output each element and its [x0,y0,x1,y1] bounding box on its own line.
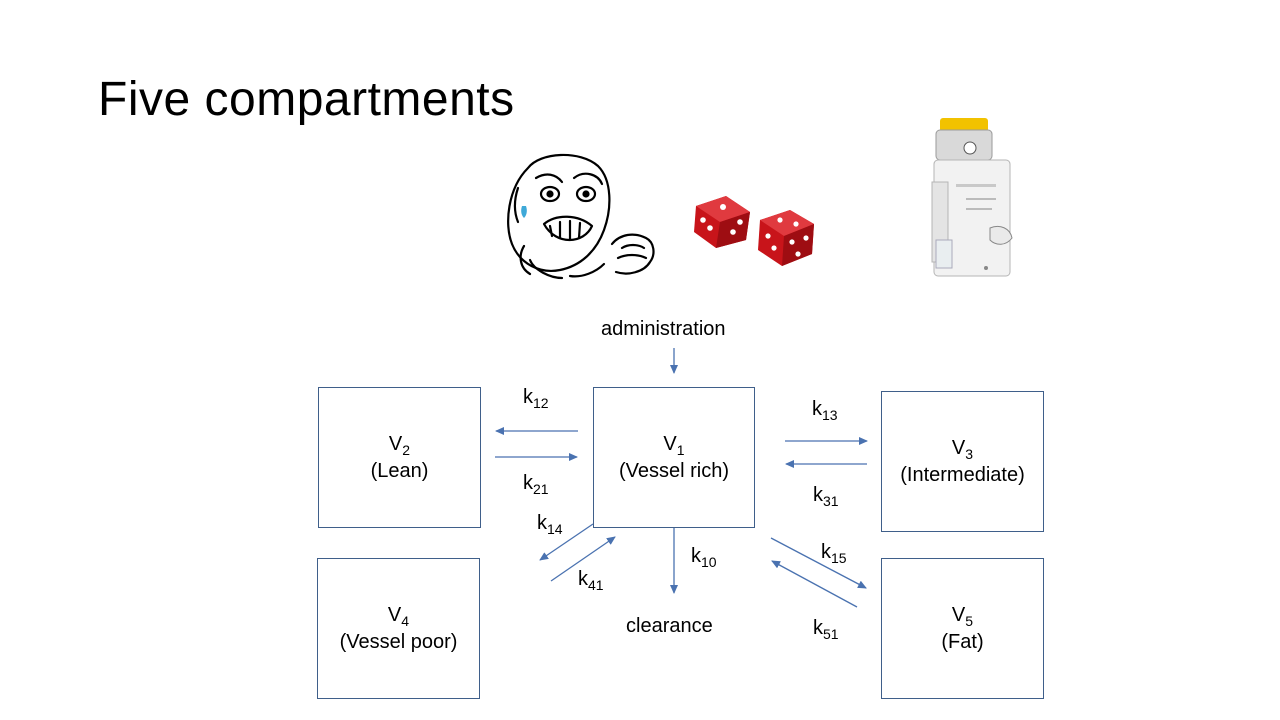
compartment-v2: V2 (Lean) [318,387,481,528]
compartment-v5-symbol: V5 [951,603,974,629]
slide-title: Five compartments [98,73,515,126]
k15-arrow [770,537,867,589]
compartment-v2-symbol: V2 [388,432,411,458]
clearance-label: clearance [626,615,713,637]
compartment-v3-symbol: V3 [951,436,974,462]
red-dice-image [694,196,814,266]
k14-label: k14 [537,512,563,537]
compartment-v1-symbol: V1 [663,432,685,458]
k51-arrow [771,560,858,608]
k15-label: k15 [821,541,847,566]
k51-label: k51 [813,617,839,642]
administration-label: administration [601,318,726,340]
compartment-v4: V4 (Vessel poor) [317,558,480,699]
k21-label: k21 [523,472,549,497]
compartment-v1-name: (Vessel rich) [618,459,730,482]
compartment-v3-name: (Intermediate) [900,463,1025,486]
compartment-v1: V1 (Vessel rich) [593,387,755,528]
k12-label: k12 [523,386,549,411]
anesthetic-vaporizer-image [931,118,1013,277]
k14-arrow [539,523,594,561]
compartment-v5: V5 (Fat) [881,558,1044,699]
k31-label: k31 [813,484,839,509]
compartment-v2-name: (Lean) [370,459,429,482]
k41-label: k41 [578,568,604,593]
k13-label: k13 [812,398,838,423]
compartment-v4-symbol: V4 [387,603,410,629]
compartment-v3: V3 (Intermediate) [881,391,1044,532]
compartment-v4-name: (Vessel poor) [339,630,458,653]
k41-arrow [550,536,616,582]
rage-face-meme-image [507,153,655,280]
compartment-v5-name: (Fat) [941,630,984,653]
k10-label: k10 [691,545,717,570]
